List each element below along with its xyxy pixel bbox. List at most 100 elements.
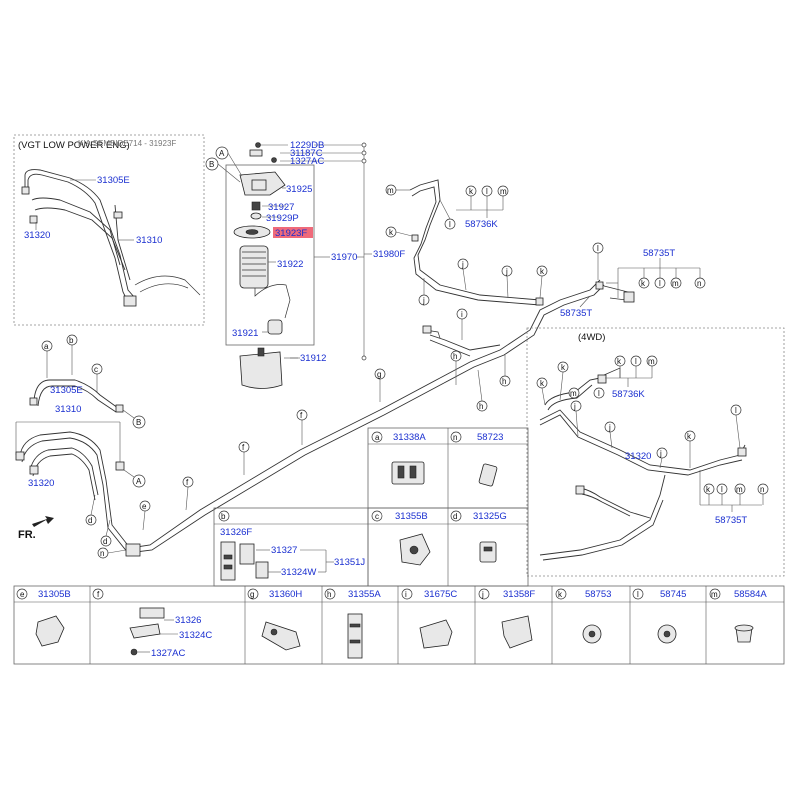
part-1229DB[interactable]: 1229DB <box>290 140 324 151</box>
part-31305E-mid[interactable]: 31305E <box>50 385 83 396</box>
4wd-inset: (4WD) k k m j l j k l m 58736K 31320 j <box>526 327 785 577</box>
legend-g-letter: g <box>250 590 254 599</box>
part-1327AC-f[interactable]: 1327AC <box>151 648 185 659</box>
part-31912[interactable]: 31912 <box>300 353 326 364</box>
callout-B-mid: B <box>136 418 141 427</box>
callout-h-3: h <box>479 402 483 411</box>
callout-n-58735: n <box>697 279 701 288</box>
callout-m-4wdk: m <box>648 357 655 366</box>
callout-m-4wd: m <box>570 389 577 398</box>
legend-j-part[interactable]: 31358F <box>503 589 535 600</box>
part-31970[interactable]: 31970 <box>331 252 357 263</box>
part-31922[interactable]: 31922 <box>277 259 303 270</box>
part-1327AC[interactable]: 1327AC <box>290 156 324 167</box>
fuel-filter-assembly: 1229DB 31187C 1327AC 31925 31927 31929P … <box>205 140 405 389</box>
callout-l-58735: l <box>597 244 599 253</box>
callout-n-4wd: n <box>760 485 764 494</box>
callout-A-top: A <box>219 149 225 158</box>
callout-j-1: j <box>461 260 464 269</box>
variant-label: (VGT LOW POWER ENG) <box>18 140 130 151</box>
4wd-label: (4WD) <box>578 332 605 343</box>
legend-i-letter: i <box>405 590 407 599</box>
part-31326F[interactable]: 31326F <box>220 527 252 538</box>
faint-reference: KIA SEMBIDE714 - 31923F <box>78 139 176 148</box>
legend-i-part[interactable]: 31675C <box>424 589 457 600</box>
part-31320-top[interactable]: 31320 <box>24 230 50 241</box>
callout-l-4wd-3: l <box>721 485 723 494</box>
legend-mid: a 31338A n 58723 c 31355B d 31325G <box>367 427 529 587</box>
callout-l-4wd: l <box>598 389 600 398</box>
legend-c-part[interactable]: 31355B <box>395 511 428 522</box>
part-31305E-top[interactable]: 31305E <box>97 175 130 186</box>
callout-k-58735: k <box>641 279 646 288</box>
callout-a: a <box>44 342 49 351</box>
callout-k-mid: k <box>540 267 545 276</box>
callout-f-1: f <box>186 478 189 487</box>
part-58735T-4wd[interactable]: 58735T <box>715 515 747 526</box>
part-31327[interactable]: 31327 <box>271 545 297 556</box>
callout-m-58735: m <box>672 279 679 288</box>
callout-j-4wd-2: j <box>608 423 611 432</box>
part-31324W[interactable]: 31324W <box>281 567 316 578</box>
legend-d-part[interactable]: 31325G <box>473 511 507 522</box>
part-58736K-4wd[interactable]: 58736K <box>612 389 645 400</box>
callout-l-4wdk: l <box>635 357 637 366</box>
legend-g-part[interactable]: 31360H <box>269 589 302 600</box>
callout-f-3: f <box>300 411 303 420</box>
legend-f-letter: f <box>97 590 100 599</box>
callout-h-1: h <box>453 352 457 361</box>
callout-e: e <box>142 502 147 511</box>
legend-n-letter: n <box>453 433 457 442</box>
legend-c-letter: c <box>375 512 379 521</box>
legend-bottom-row: e 31305B f 31326 31324C 1327AC g 31360H … <box>13 585 785 665</box>
part-58735T-b[interactable]: 58735T <box>560 308 592 319</box>
part-31927[interactable]: 31927 <box>268 202 294 213</box>
callout-k-58736: k <box>469 187 474 196</box>
callout-k-top: k <box>389 228 394 237</box>
part-31310-mid[interactable]: 31310 <box>55 404 81 415</box>
part-58736K-top[interactable]: 58736K <box>465 219 498 230</box>
front-pipe-group: a b c 31305E 31310 B 31320 A d d e n <box>15 334 445 559</box>
legend-k-letter: k <box>558 590 563 599</box>
part-31921[interactable]: 31921 <box>232 328 258 339</box>
legend-a-letter: a <box>375 433 380 442</box>
legend-n-part[interactable]: 58723 <box>477 432 503 443</box>
part-31351J[interactable]: 31351J <box>334 557 365 568</box>
callout-j-4wd-1: j <box>573 402 576 411</box>
part-31925[interactable]: 31925 <box>286 184 312 195</box>
callout-k-4wd-1: k <box>540 379 545 388</box>
legend-k-part[interactable]: 58753 <box>585 589 611 600</box>
legend-l-part[interactable]: 58745 <box>660 589 686 600</box>
part-31923F-highlighted[interactable]: 31923F <box>275 228 307 239</box>
part-31980F[interactable]: 31980F <box>373 249 405 260</box>
part-31326[interactable]: 31326 <box>175 615 201 626</box>
callout-j-2: j <box>505 267 508 276</box>
callout-d: d <box>103 537 107 546</box>
part-31320-4wd[interactable]: 31320 <box>625 451 651 462</box>
callout-i: i <box>461 310 463 319</box>
legend-b: b 31326F 31327 31351J 31324W <box>213 507 369 587</box>
part-58735T-a[interactable]: 58735T <box>643 248 675 259</box>
callout-m-58736: m <box>500 187 507 196</box>
legend-e-letter: e <box>20 590 25 599</box>
callout-k-4wd-4: k <box>706 485 711 494</box>
part-31187C[interactable]: 31187C <box>290 148 323 159</box>
callout-k-4wd-2: k <box>561 363 566 372</box>
vgt-low-power-inset: (VGT LOW POWER ENG) KIA SEMBIDE714 - 319… <box>13 134 205 326</box>
legend-m-part[interactable]: 58584A <box>734 589 767 600</box>
callout-n: n <box>100 549 104 558</box>
legend-d-letter: d <box>453 512 457 521</box>
part-31929P[interactable]: 31929P <box>266 213 299 224</box>
legend-j-letter: j <box>481 590 484 599</box>
callout-j-3: j <box>422 296 425 305</box>
legend-e-part[interactable]: 31305B <box>38 589 71 600</box>
callout-l-4wd-2: l <box>735 406 737 415</box>
part-31324C[interactable]: 31324C <box>179 630 212 641</box>
callout-k-4wdk: k <box>617 357 622 366</box>
part-31320-mid[interactable]: 31320 <box>28 478 54 489</box>
legend-h-part[interactable]: 31355A <box>348 589 381 600</box>
rear-pipe-route: m k l k l m 58736K j j k j l 58735T k <box>385 179 706 412</box>
legend-a-part[interactable]: 31338A <box>393 432 426 443</box>
part-31310-top[interactable]: 31310 <box>136 235 162 246</box>
